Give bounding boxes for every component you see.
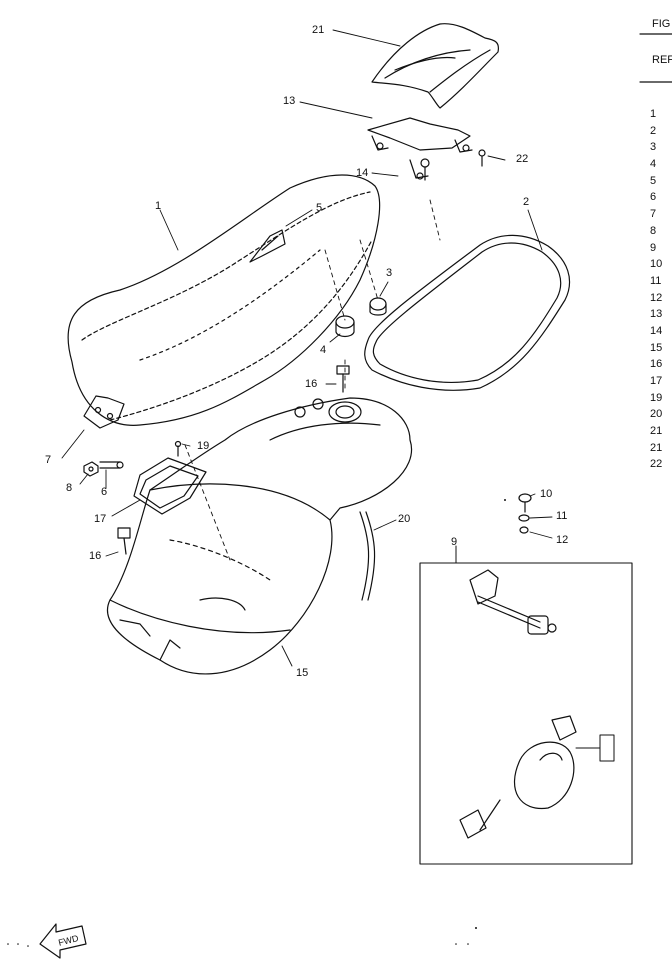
forward-mark: FWD [57, 933, 80, 948]
ref-number: 5 [650, 174, 657, 187]
ref-number: 3 [650, 141, 657, 154]
ref-number: 2 [650, 124, 657, 137]
part-4-damper [335, 315, 355, 338]
callout-12: 12 [556, 534, 569, 546]
callout-3: 3 [386, 267, 393, 279]
callout-11: 11 [556, 510, 568, 522]
callout-4: 4 [320, 344, 327, 356]
ref-number: 14 [650, 324, 663, 337]
part-16-bolt-upper [336, 365, 350, 393]
fig-label: FIG [652, 18, 671, 30]
part-15-storage-box [106, 397, 413, 675]
part-22-bolt [478, 149, 486, 167]
seat-lock-assembly [469, 569, 557, 635]
ref-number: 22 [650, 458, 663, 471]
part-14-bolt [420, 158, 430, 181]
ref-number: 6 [650, 191, 657, 204]
ref-number: 19 [650, 391, 663, 404]
callout-6: 6 [101, 486, 108, 498]
ref-number: 7 [650, 208, 657, 221]
scan-specks [7, 499, 506, 947]
ref-number: 9 [650, 241, 657, 254]
part-19-screw [174, 440, 182, 457]
ref-number: 12 [650, 291, 663, 304]
ref-number: 4 [650, 158, 657, 171]
callout-16-lower: 16 [89, 550, 102, 562]
part-7-bracket [83, 395, 125, 429]
part-13-bracket [367, 117, 473, 180]
callout-21: 21 [312, 24, 325, 36]
part-8-nut [83, 461, 99, 477]
callout-13: 13 [283, 95, 296, 107]
callout-17: 17 [94, 513, 107, 525]
assembly-lines [184, 199, 441, 561]
part-12-washer [519, 526, 529, 534]
ref-number: 8 [650, 224, 657, 237]
callout-14: 14 [356, 167, 369, 179]
part-11-washer [518, 514, 530, 522]
part-5-emblem [249, 229, 286, 263]
ref-number: 10 [650, 258, 663, 271]
part-6-pin [99, 461, 124, 469]
ref-number: 15 [650, 341, 663, 354]
callout-8: 8 [66, 482, 73, 494]
part-9-box [419, 562, 633, 865]
part-16-bolt-lower [117, 527, 131, 555]
callout-2: 2 [523, 196, 530, 208]
ref-number: 13 [650, 308, 663, 321]
callout-22: 22 [516, 153, 529, 165]
ref-number-column: 1 2 3 4 5 6 7 8 9 10 11 12 13 14 15 16 1… [650, 106, 672, 473]
forward-arrow-outline [39, 923, 87, 959]
part-20-hose [359, 511, 376, 601]
ref-number: 21 [650, 441, 663, 454]
ref-number: 17 [650, 375, 663, 387]
ref-number: 20 [650, 408, 663, 421]
callout-1: 1 [155, 200, 162, 212]
callout-10: 10 [540, 488, 553, 500]
callout-20: 20 [398, 513, 411, 525]
part-17-lid [133, 457, 207, 515]
ref-number: 21 [650, 425, 663, 438]
callout-7: 7 [45, 454, 52, 466]
part-3-damper [369, 297, 387, 316]
leader-lines [61, 29, 553, 667]
part-2-seal [364, 234, 571, 391]
part-1-seat [67, 174, 381, 426]
callout-19: 19 [197, 440, 210, 452]
ref-number: 11 [650, 274, 662, 287]
ref-number: 16 [650, 358, 663, 371]
callout-9: 9 [451, 536, 458, 548]
part-21-cover [371, 23, 500, 109]
ref-label: REF [652, 54, 672, 66]
callout-5: 5 [316, 202, 323, 214]
callout-15: 15 [296, 667, 309, 679]
main-switch-assembly [459, 715, 615, 839]
ref-number: 1 [650, 108, 657, 120]
callout-16-upper: 16 [305, 378, 318, 390]
part-10-screw [518, 493, 532, 513]
